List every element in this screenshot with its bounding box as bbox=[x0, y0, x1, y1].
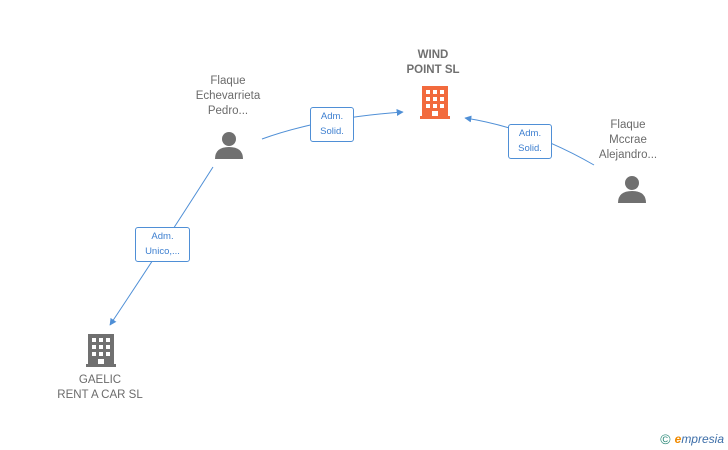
wind-point-building-icon[interactable] bbox=[420, 86, 450, 124]
copyright-icon: © bbox=[660, 431, 671, 447]
edge-badge-line-2: Solid. bbox=[320, 126, 344, 137]
flaque-echevarrieta-label-line-1: Flaque bbox=[210, 75, 246, 87]
flaque-echevarrieta-person-icon[interactable] bbox=[214, 130, 244, 165]
wind-point-label-line-1: WIND bbox=[417, 49, 449, 61]
brand-logo: empresia bbox=[675, 432, 724, 446]
gaelic-label-line-2: RENT A CAR SL bbox=[57, 389, 143, 401]
flaque-echevarrieta-label-line-2: Echevarrieta bbox=[195, 90, 261, 102]
flaque-echevarrieta-label-line-3: Pedro... bbox=[207, 105, 249, 117]
gaelic-label-line-1: GAELIC bbox=[78, 374, 122, 386]
gaelic-building-icon[interactable] bbox=[86, 334, 116, 372]
empresia-watermark[interactable]: © empresia bbox=[660, 431, 724, 447]
edge-badge-line-1: Adm. bbox=[151, 231, 174, 242]
flaque-mccrae-label-line-3: Alejandro... bbox=[598, 149, 658, 161]
gaelic-label[interactable]: GAELIC RENT A CAR SL bbox=[40, 373, 160, 403]
brand-logo-initial: e bbox=[674, 432, 682, 446]
edge-badge-mccrae-windpoint[interactable]: Adm. Solid. bbox=[508, 124, 552, 159]
flaque-mccrae-label-line-1: Flaque bbox=[610, 119, 646, 131]
flaque-mccrae-person-icon[interactable] bbox=[617, 174, 647, 209]
edge-badge-echevarrieta-gaelic[interactable]: Adm. Unico,... bbox=[135, 227, 190, 262]
wind-point-label[interactable]: WIND POINT SL bbox=[393, 48, 473, 78]
edge-badge-line-1: Adm. bbox=[518, 128, 542, 139]
wind-point-label-line-2: POINT SL bbox=[406, 64, 460, 76]
brand-logo-rest: mpresia bbox=[681, 432, 724, 446]
edge-badge-line-1: Adm. bbox=[320, 111, 344, 122]
edge-badge-echevarrieta-windpoint[interactable]: Adm. Solid. bbox=[310, 107, 354, 142]
flaque-echevarrieta-label[interactable]: Flaque Echevarrieta Pedro... bbox=[178, 74, 278, 119]
edge-badge-line-2: Solid. bbox=[518, 143, 542, 154]
flaque-mccrae-label-line-2: Mccrae bbox=[609, 134, 647, 146]
flaque-mccrae-label[interactable]: Flaque Mccrae Alejandro... bbox=[578, 118, 678, 163]
edge-badge-line-2: Unico,... bbox=[145, 246, 180, 257]
